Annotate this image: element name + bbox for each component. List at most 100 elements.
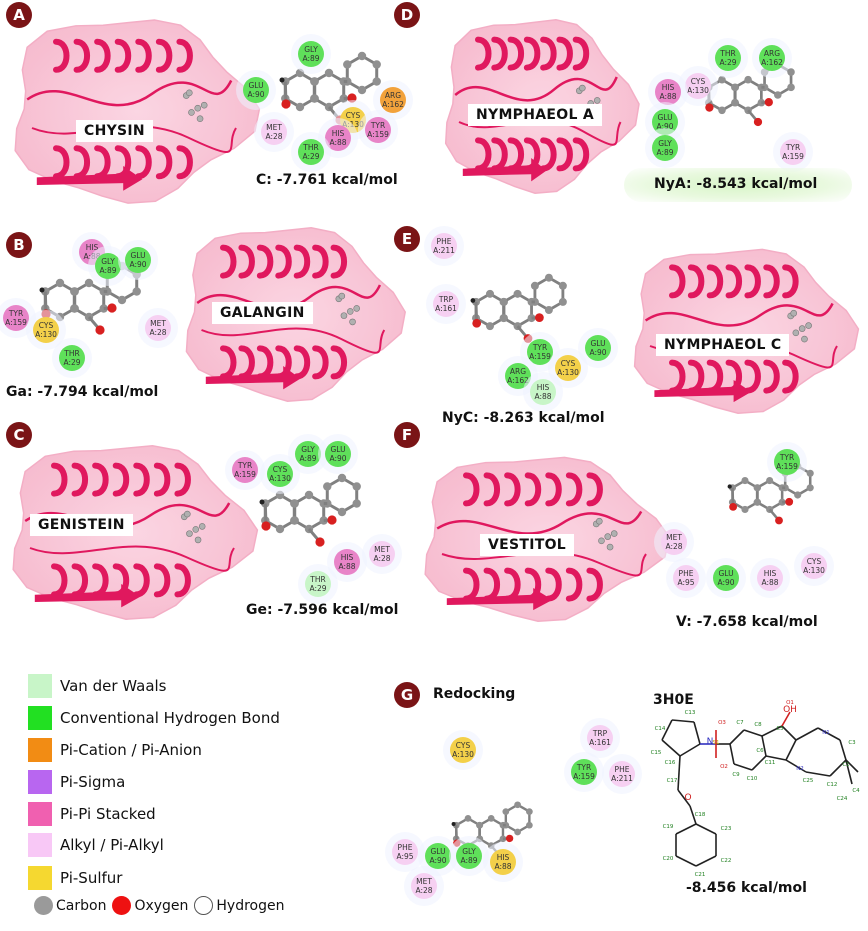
upper-helix	[220, 244, 348, 279]
ligand-c	[259, 473, 361, 547]
residue-disc	[450, 737, 476, 763]
carbon-atom	[753, 484, 761, 492]
residue-name: TYR	[785, 143, 800, 152]
ligand-atom	[798, 325, 806, 332]
oxygen-atom	[107, 303, 117, 313]
residue-number: A:29	[309, 584, 326, 593]
carbon-atom	[526, 808, 533, 815]
residue-disc	[59, 345, 85, 371]
residue-number: A:162	[382, 100, 404, 109]
legend-swatch	[28, 770, 52, 794]
ligand-atom	[338, 292, 346, 300]
carbon-atom	[760, 83, 769, 92]
lower-helix	[475, 137, 590, 172]
residue-number: A:159	[234, 470, 256, 479]
residue-number: A:162	[507, 376, 529, 385]
legend-item: Pi-Pi Stacked	[28, 801, 156, 827]
carbon-atom	[339, 94, 348, 103]
residue-disc	[571, 759, 597, 785]
carbon-atom	[718, 75, 726, 84]
ligand-atom	[353, 305, 360, 312]
beta-strand	[446, 588, 553, 611]
bond-line	[845, 759, 853, 785]
panel-c-badge: C	[6, 422, 32, 448]
residue-disc	[243, 77, 269, 103]
oxygen-atom	[705, 103, 714, 112]
ligand-atom	[188, 109, 195, 116]
bond-line	[743, 729, 763, 737]
carbon-atom	[741, 505, 749, 514]
carbon-atom	[794, 491, 802, 499]
ligand-atom	[349, 318, 356, 326]
carbon-atom	[310, 94, 319, 103]
residue-disc	[431, 233, 457, 259]
bond-line	[661, 739, 681, 757]
residue-name: HIS	[497, 853, 510, 862]
oxygen-atom	[327, 515, 337, 525]
atom-label: S1	[713, 740, 720, 746]
carbon-atom	[514, 801, 521, 809]
ligand-atom	[593, 97, 601, 104]
loop	[644, 302, 834, 327]
upper-helix	[51, 462, 191, 497]
carbon-atom	[558, 297, 567, 306]
oxygen-atom	[753, 117, 763, 127]
atom-label: C12	[827, 782, 838, 788]
residue-name: MET	[374, 545, 390, 554]
residue-name: GLU	[248, 81, 263, 90]
energy-f: V: -7.658 kcal/mol	[676, 614, 818, 630]
carbon-atom	[117, 295, 127, 305]
residue-name: MET	[266, 123, 282, 132]
residue-name: GLU	[590, 339, 605, 348]
oxygen-label: Oxygen	[134, 897, 189, 914]
residue-number: A:90	[656, 122, 673, 131]
residue-number: A:95	[677, 578, 694, 587]
loop	[196, 284, 382, 310]
atom-label: OH	[783, 705, 797, 715]
energy-g: -8.456 kcal/mol	[686, 880, 807, 896]
bond-line	[695, 823, 717, 835]
lower-helix	[669, 359, 799, 394]
atom-label: C20	[663, 856, 674, 862]
residue-number: A:88	[534, 392, 551, 401]
residue-number: A:159	[529, 352, 551, 361]
carbon-atom	[731, 83, 739, 92]
beta-strand	[205, 366, 301, 390]
residue-number: A:95	[396, 852, 413, 861]
carbon-atom	[103, 287, 112, 296]
carbon-atom	[323, 482, 332, 491]
legend-item: Alkyl / Pi-Alkyl	[28, 832, 164, 858]
residue-disc	[380, 87, 406, 113]
bond-line	[695, 855, 717, 867]
carbon-atom	[275, 524, 285, 534]
carbon-atom	[70, 287, 79, 296]
atom-label: N1	[822, 730, 830, 736]
ligand-atom	[598, 537, 605, 545]
carbon-atom	[787, 68, 795, 76]
ligand-atom	[610, 530, 618, 537]
residue-name: CYS	[456, 741, 471, 750]
atom-label: O2	[720, 764, 728, 770]
residue-name: CYS	[39, 321, 54, 330]
carbon-atom	[744, 75, 752, 84]
atom-label: C23	[721, 826, 732, 832]
legend-swatch	[28, 866, 52, 890]
bond-line	[729, 743, 735, 765]
carbon-atom	[731, 98, 739, 107]
legend-item: Conventional Hydrogen Bond	[28, 705, 280, 731]
residue-number: A:88	[338, 562, 355, 571]
redocking-title: Redocking	[433, 686, 516, 702]
residue-number: A:88	[659, 92, 676, 101]
carbon-atom	[514, 828, 521, 836]
